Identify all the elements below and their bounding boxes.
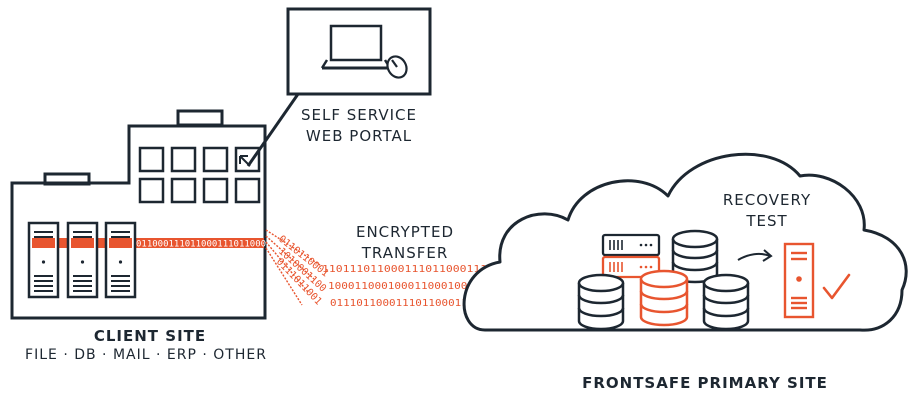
portal-label-line1: SELF SERVICE: [301, 106, 417, 124]
building-data-band: [28, 238, 264, 248]
transfer-label-line2: TRANSFER: [361, 244, 449, 262]
client-servers: [27, 221, 137, 299]
building-bitstream: 01100011101100011101100011: [136, 240, 277, 250]
rack-server-icon: [601, 233, 661, 257]
transfer-label: ENCRYPTED TRANSFER: [340, 222, 470, 264]
database-icon-highlighted: [639, 269, 689, 327]
rack-server-icon: [601, 255, 661, 279]
portal-label: SELF SERVICE WEB PORTAL: [280, 105, 438, 147]
transfer-label-line1: ENCRYPTED: [355, 223, 455, 241]
building-windows: [138, 146, 261, 204]
recovery-label-line2: TEST: [746, 212, 788, 230]
server-tower-icon: [66, 221, 99, 299]
recovery-label-line1: RECOVERY: [722, 191, 812, 209]
client-building: [10, 109, 267, 320]
stream-bits-row: 1101110110001110110001110: [322, 264, 494, 275]
client-site-subtitle: FILE · DB · MAIL · ERP · OTHER: [25, 347, 267, 363]
arrow-right-icon: [737, 249, 773, 262]
server-tower-icon: [27, 221, 60, 299]
recovered-server-icon: [783, 242, 815, 319]
stream-bits-row: 1000110001000110001000110: [328, 281, 494, 292]
database-icon: [671, 229, 719, 284]
portal-connector: [246, 83, 307, 167]
stream-bits-row: 0111011000111011000111011: [330, 298, 494, 309]
checkmark-icon: [822, 273, 851, 300]
portal-frame: [286, 7, 432, 96]
client-site-title: CLIENT SITE: [93, 327, 207, 345]
primary-site-title: FRONTSAFE PRIMARY SITE: [582, 374, 828, 392]
recovery-label: RECOVERY TEST: [712, 190, 822, 232]
mouse-icon: [386, 55, 408, 79]
portal-label-line2: WEB PORTAL: [305, 127, 413, 145]
server-tower-icon: [104, 221, 137, 299]
database-icon: [702, 273, 750, 331]
database-icon: [577, 273, 625, 331]
